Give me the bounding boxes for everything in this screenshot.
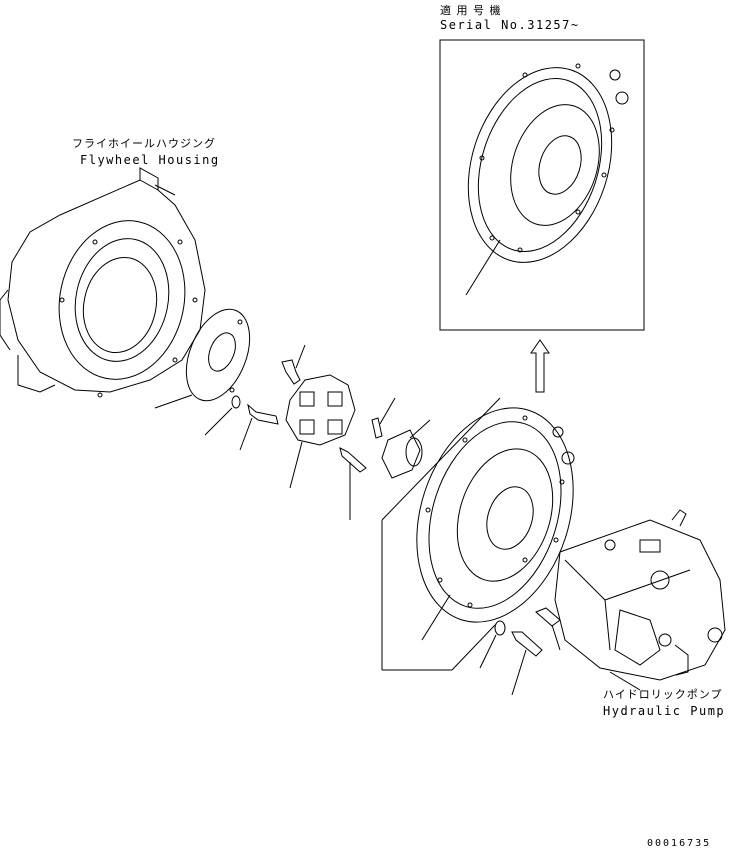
serial-label-jp: 適 用 号 機: [440, 4, 502, 17]
flywheel-housing-label-jp: フライホイールハウジング: [72, 137, 216, 150]
upper-bolt: [281, 344, 306, 385]
gasket-plate: [381, 397, 575, 671]
serial-label-en: Serial No.31257~: [440, 18, 580, 32]
pin-and-hub: [371, 397, 431, 479]
plate-leader: [154, 394, 193, 409]
flywheel-housing-label-en: Flywheel Housing: [80, 153, 220, 167]
coupling-plate: [154, 308, 251, 409]
pump-fasteners: [479, 607, 561, 696]
variant-gasket-plate: [467, 63, 629, 263]
washer-and-bolt: [204, 395, 279, 451]
pump-leader: [609, 671, 641, 691]
drawing-number: 00016735: [647, 838, 712, 849]
variant-leader: [465, 239, 501, 296]
serial-variant-box: [439, 39, 645, 331]
variant-frame: [439, 39, 645, 331]
variant-arrow: [530, 339, 550, 393]
hydraulic-pump-label-en: Hydraulic Pump: [603, 704, 726, 718]
flywheel-housing: [0, 167, 206, 398]
housing-leader: [154, 184, 176, 196]
flexible-coupling: [285, 374, 367, 520]
hydraulic-pump-label-jp: ハイドロリックポンプ: [603, 688, 723, 701]
hydraulic-pump: [554, 509, 726, 681]
